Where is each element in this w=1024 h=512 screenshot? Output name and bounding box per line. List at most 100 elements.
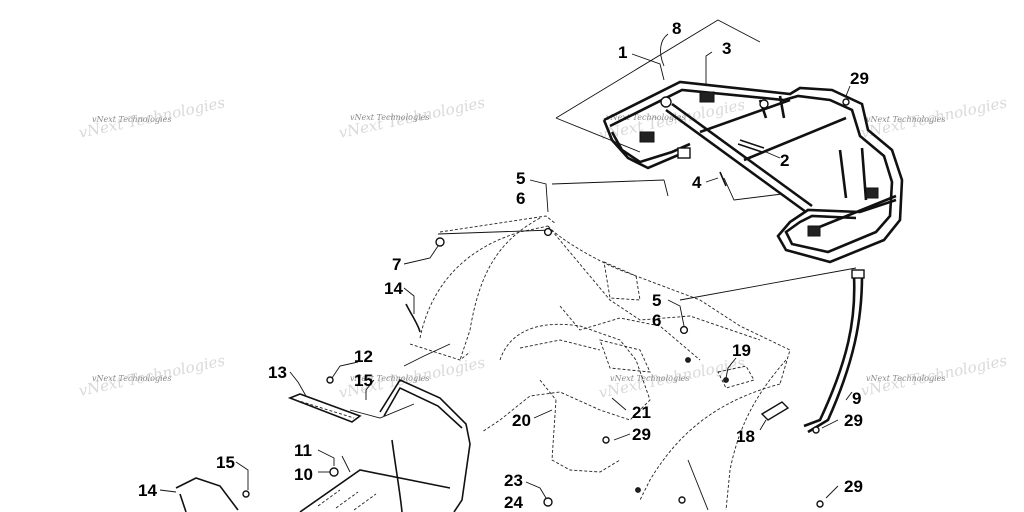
fender-fastener [685,357,691,363]
callout-label: 23 [504,471,523,490]
rack-upright [778,95,786,119]
screw-icon [602,436,610,444]
watermark-text: vNext Technologies [606,113,685,122]
fender-left-wing [409,343,471,361]
leader-line [705,51,713,86]
fender-right-wing [639,383,781,501]
leader-line [821,419,839,429]
callout-label: 29 [844,477,863,496]
fender-fastener [635,487,641,493]
leader-line [723,177,783,201]
nut-icon [679,325,689,335]
callout-label: 24 [504,493,523,512]
rack-inner-tube [609,88,894,254]
watermark-text: vNext Technologies [866,115,945,124]
callout-label: 14 [138,481,157,500]
mud-flap-panel [551,399,621,473]
inner-fender-splash [481,323,651,433]
fender-left-wing [419,225,549,339]
leader-line [631,53,665,81]
callout-label: 10 [294,465,313,484]
leader-line [845,85,851,97]
bolt-icon [719,171,727,187]
leader-line [349,403,415,419]
support-leg-cap [851,269,865,279]
reflector-icon [760,401,790,421]
fender-fastener [723,377,729,383]
callout-label: 29 [844,411,863,430]
rack-support-leg [803,269,865,434]
leader-line [613,433,631,441]
callout-label: 13 [268,363,287,382]
leader-line [529,179,549,213]
callout-label: 29 [632,425,651,444]
front-splash-guard [175,477,239,511]
leader-line [679,267,857,301]
callout-label: 29 [850,69,869,88]
callout-label: 21 [632,403,651,422]
reflector-part [760,401,790,421]
fender-top-surface [559,305,701,361]
footwell-panel [379,378,471,512]
leader-line [317,449,335,466]
fender-outline [459,217,541,361]
screw-icon [326,376,334,384]
bushing-icon [543,497,553,507]
callout-label: 18 [736,427,755,446]
callout-label: 12 [354,347,373,366]
mud-flap-panel [539,379,557,401]
rack-cross-bar [743,116,847,162]
rack-upright [860,147,868,201]
callout-label: 3 [722,39,731,58]
rack-bounding-line [555,117,641,153]
rack-bounding-line [555,19,761,119]
rack-bumper-block [865,187,879,199]
watermark-text: vNext Technologies [866,374,945,383]
callout-label: 20 [512,411,531,430]
rack-center-rail [665,108,807,214]
rack-bumper-block [699,91,715,103]
footrest-pad [287,393,362,423]
leader-line [759,419,767,431]
screw-icon [812,426,820,434]
callout-leaders [159,33,853,499]
callout-label: 6 [652,311,661,330]
fender-outline [439,215,557,233]
rack-mount-hole [660,96,672,108]
leader-line [403,245,439,265]
leader-line [845,391,853,401]
rear-rack-assembly [555,19,904,264]
rack-stud [737,143,763,153]
watermark-text: vNext Technologies [350,374,429,383]
inner-fender-splash [519,339,601,351]
fender-mount-pocket [603,261,641,301]
rack-cross-bar [699,98,791,134]
screw-icon [816,500,824,508]
leader-line [533,409,553,419]
leader-line [525,481,547,499]
footwell-panel-edge [383,386,463,429]
leader-line [437,229,553,235]
leader-line [667,299,685,327]
callout-label: 15 [354,371,373,390]
rack-mount-hole [759,99,769,109]
support-leg-tube [803,275,856,428]
screw-icon [842,98,850,106]
callout-label: 7 [392,255,401,274]
support-leg-tube [807,275,864,434]
rack-cross-bar [811,194,897,232]
floorboard-edge [299,469,451,512]
watermark-text: vNext Technologies [610,374,689,383]
callout-label: 6 [516,189,525,208]
callout-label: 15 [216,453,235,472]
footwell-assembly [175,98,850,512]
leader-line [341,455,351,473]
fender-mount-pocket [599,339,651,373]
rack-bumper-block [639,131,655,143]
screw-icon [678,496,686,504]
washer-icon [329,467,339,477]
footwell-panel-edge [391,439,403,512]
leader-line [403,287,415,314]
callout-label: 4 [692,173,702,192]
rack-mount-bracket [677,147,691,159]
